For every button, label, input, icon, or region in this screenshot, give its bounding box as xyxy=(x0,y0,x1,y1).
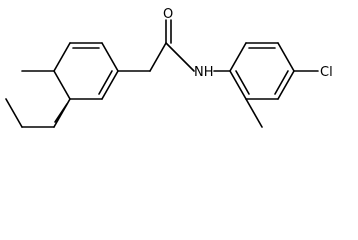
acetamide-linker xyxy=(117,19,195,72)
bond xyxy=(277,70,295,100)
chlorine-label: Cl xyxy=(320,65,333,80)
bond xyxy=(101,42,119,72)
chloromethylphenyl-ring xyxy=(213,42,319,128)
double-bond-inner xyxy=(274,70,289,95)
molecule-drawing: O NH Cl xyxy=(5,7,333,128)
double-bond-inner xyxy=(54,103,68,123)
amide-nitrogen-label: NH xyxy=(194,65,214,80)
bond xyxy=(53,98,71,128)
bond-methyl xyxy=(245,98,263,128)
bond xyxy=(5,98,23,128)
molecule-transform-group: O NH Cl xyxy=(5,7,333,128)
double-bond-inner xyxy=(98,70,113,95)
bond xyxy=(277,42,295,72)
oxygen-label: O xyxy=(163,7,173,22)
bond-ch2-carbonyl xyxy=(149,42,167,72)
bond xyxy=(229,70,247,100)
bond-carbonyl-nitrogen xyxy=(165,42,195,72)
double-bond-inner xyxy=(235,70,250,95)
naphthalene-ring-right xyxy=(53,42,119,100)
bond xyxy=(53,42,71,72)
naphthalene-ring-left xyxy=(5,70,71,128)
bond xyxy=(101,70,119,100)
bond xyxy=(53,70,71,100)
structure-diagram: O NH Cl xyxy=(5,7,333,128)
bond xyxy=(229,42,247,72)
